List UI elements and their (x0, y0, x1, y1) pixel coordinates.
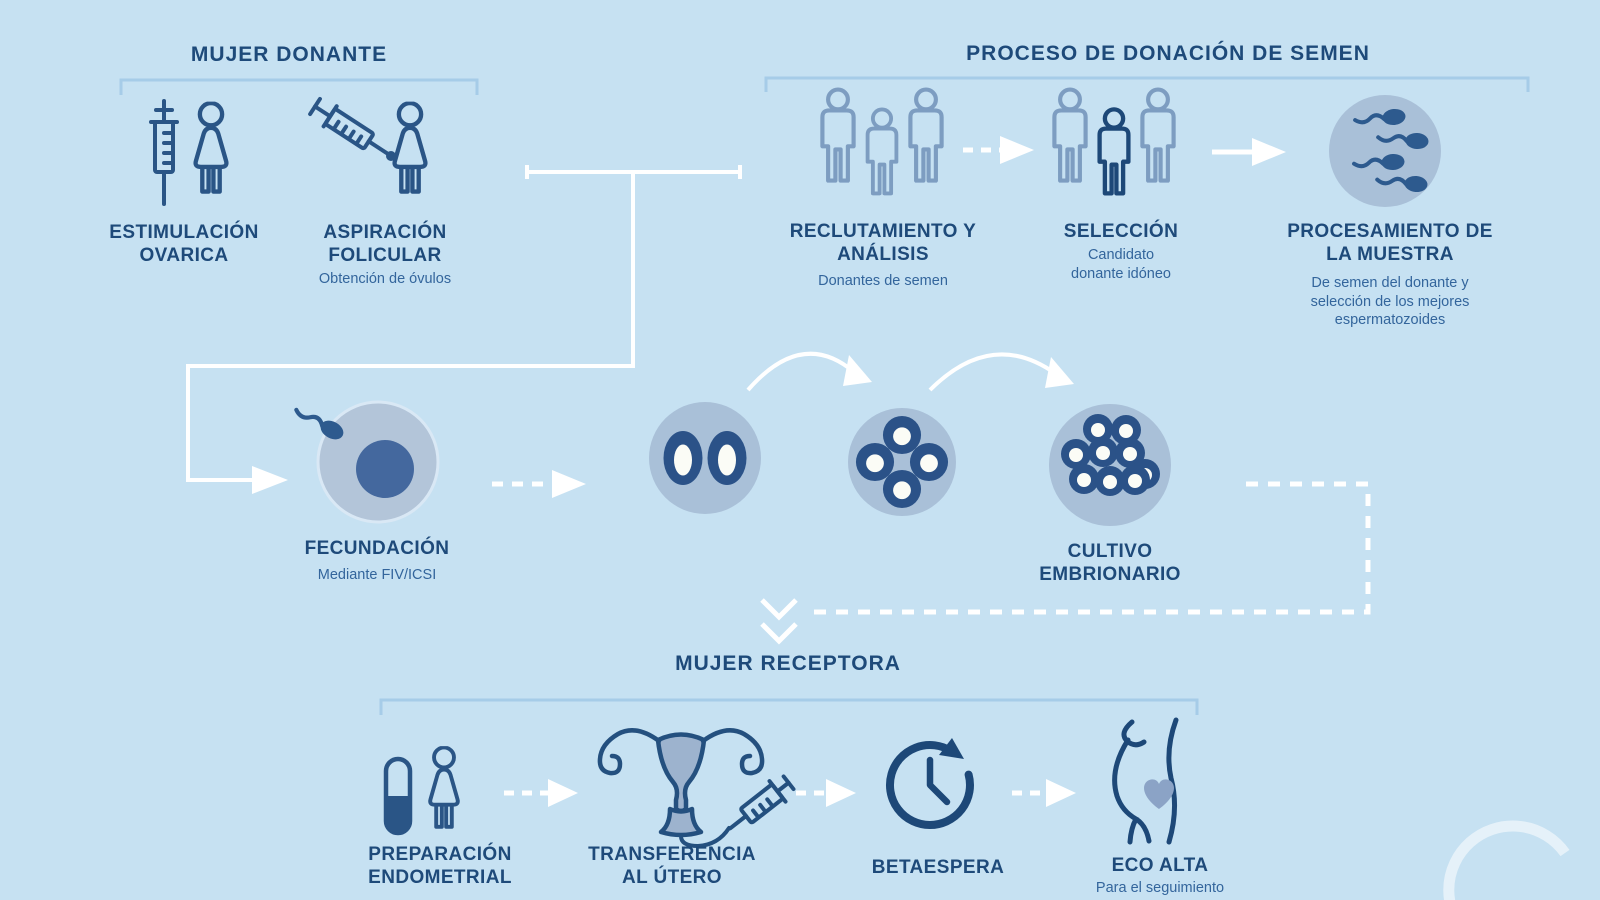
dashed-arrow-reclutamiento-seleccion (963, 136, 1034, 164)
section-title-mujer-donante: MUJER DONANTE (190, 43, 388, 66)
people-group-selected-icon (1044, 85, 1184, 209)
step-title-eco-alta: ECO ALTA (1111, 855, 1209, 876)
step-title-preparacion-endometrial: PREPARACIÓN ENDOMETRIAL (368, 844, 512, 889)
step-title-procesamiento-muestra: PROCESAMIENTO DE LA MUESTRA (1287, 221, 1493, 266)
embryo-2cell-icon (649, 402, 761, 514)
step-title-betaespera: BETAESPERA (871, 857, 1005, 878)
sperm-sample-icon (1329, 95, 1441, 207)
brand-c-watermark-icon (1443, 820, 1570, 900)
clock-wait-icon (885, 738, 974, 830)
step-title-estimulacion-ovarica: ESTIMULACIÓN OVARICA (109, 222, 259, 267)
step-title-reclutamiento-analisis: RECLUTAMIENTO Y ANÁLISIS (789, 221, 977, 266)
embryo-4cell-icon (848, 408, 956, 516)
dashed-arrow-fecundacion-division (492, 470, 586, 498)
donor-woman-icon (182, 100, 240, 200)
step-title-cultivo-embrionario: CULTIVO EMBRIONARIO (1039, 541, 1181, 586)
step-sub-aspiracion-folicular: Obtención de óvulos (318, 271, 452, 287)
step-title-seleccion: SELECCIÓN (1063, 221, 1179, 242)
arrow-seleccion-procesamiento (1212, 138, 1286, 166)
uterus-syringe-icon (597, 728, 796, 848)
step-title-fecundacion: FECUNDACIÓN (304, 538, 450, 559)
donor-woman-icon (381, 100, 439, 200)
egg-fertilization-icon (288, 400, 440, 524)
step-sub-procesamiento-muestra: De semen del donante y selección de los … (1310, 275, 1470, 329)
dashed-arrow-betaespera-eco (1012, 779, 1076, 807)
step-sub-reclutamiento-analisis: Donantes de semen (818, 273, 948, 289)
step-sub-fecundacion: Mediante FIV/ICSI (317, 567, 437, 583)
tilted-syringe-icon (308, 96, 396, 161)
syringe-icon (149, 99, 179, 206)
dashed-arrow-transferencia-betaespera (796, 779, 856, 807)
pill-icon (383, 756, 413, 836)
embryo-morula-icon (1049, 404, 1171, 526)
section-title-proceso-donacion-semen: PROCESO DE DONACIÓN DE SEMEN (966, 42, 1370, 65)
section-title-mujer-receptora: MUJER RECEPTORA (675, 652, 901, 675)
step-title-transferencia-utero: TRANSFERENCIA AL ÚTERO (588, 844, 756, 889)
step-sub-eco-alta: Para el seguimiento (1095, 880, 1225, 896)
bracket-mujer-donante (119, 78, 479, 95)
pregnant-belly-icon (1112, 717, 1179, 845)
people-group-icon (812, 85, 952, 196)
step-title-aspiracion-folicular: ASPIRACIÓN FOLICULAR (323, 222, 447, 267)
curved-arrow-division-1 (746, 351, 872, 392)
curved-arrow-division-2 (928, 352, 1074, 392)
recipient-woman-icon (418, 742, 470, 837)
step-sub-seleccion: Candidato donante idóneo (1071, 247, 1171, 282)
